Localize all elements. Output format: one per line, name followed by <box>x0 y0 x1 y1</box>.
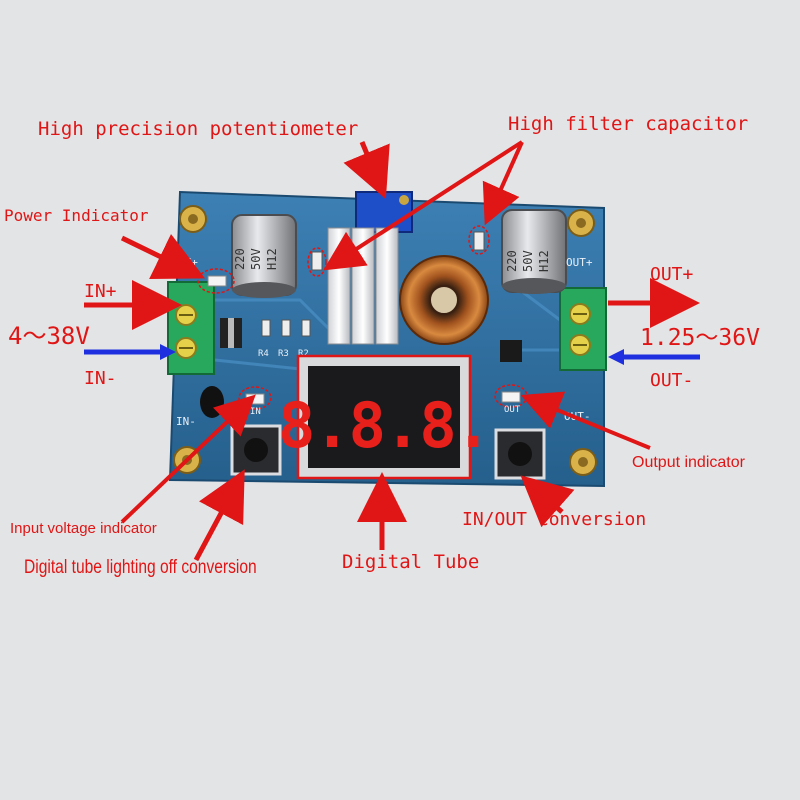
label-output-indicator: Output indicator <box>632 454 745 471</box>
label-digital-tube: Digital Tube <box>342 551 480 573</box>
arrow-input-voltage-indicator <box>120 394 256 524</box>
label-in-minus: IN- <box>84 368 117 389</box>
silk-out-plus: OUT+ <box>566 256 593 269</box>
cap-right-value: 220 <box>505 250 519 272</box>
resistor-label-r3: R3 <box>278 349 289 359</box>
toroid-inductor <box>399 255 489 345</box>
cap-left-voltage: 50V <box>249 248 263 270</box>
label-potentiometer: High precision potentiometer <box>38 118 359 140</box>
annotation-arrows <box>84 140 700 562</box>
label-power-indicator: Power Indicator <box>4 206 149 225</box>
silk-in-minus: IN- <box>176 415 196 428</box>
label-out-plus: OUT+ <box>650 264 694 285</box>
label-display-off-conversion: Digital tube lighting off conversion <box>24 557 257 578</box>
display-digits: 8.8.8. <box>278 389 490 462</box>
arrow-in-out-conversion <box>520 475 575 528</box>
output-terminal-block <box>559 287 607 371</box>
silk-out-led: OUT <box>504 405 521 415</box>
potentiometer <box>355 191 413 233</box>
arrow-display-button <box>193 469 245 562</box>
cap-left-code: H12 <box>265 248 279 270</box>
screw-top-left <box>179 205 207 233</box>
label-in-out-conversion: IN/OUT conversion <box>462 509 647 530</box>
cap-right-code: H12 <box>537 250 551 272</box>
input-terminal-block <box>167 281 215 375</box>
label-input-voltage-indicator: Input voltage indicator <box>10 520 157 537</box>
arrow-potentiometer <box>343 141 390 200</box>
cap-right-voltage: 50V <box>521 250 535 272</box>
label-in-plus: IN+ <box>84 281 117 302</box>
arrow-filter-cap-right <box>482 141 524 226</box>
label-output-range: 1.25～36V <box>640 325 760 351</box>
chip <box>500 340 522 362</box>
resistor-label-r4: R4 <box>258 349 269 359</box>
arrow-power-indicator <box>120 234 205 279</box>
in-out-button[interactable] <box>494 428 546 480</box>
resistor-label-r2: R2 <box>298 349 309 359</box>
power-led <box>197 268 235 294</box>
annotation-arrows-blue <box>84 344 700 365</box>
label-filter-capacitor: High filter capacitor <box>508 113 749 135</box>
silk-in-led: IN <box>250 407 261 417</box>
transistor <box>200 386 224 418</box>
capacitor-right: 220 50V H12 <box>501 209 567 294</box>
smd-components: R4 R3 R2 <box>200 231 522 418</box>
arrow-filter-cap-left <box>323 140 524 271</box>
screw-top-right <box>567 209 595 237</box>
capacitor-left: 220 50V H12 <box>231 214 297 298</box>
label-input-range: 4～38V <box>8 322 90 350</box>
screw-bottom-right <box>569 448 597 476</box>
digital-display: 8.8.8. <box>278 354 492 480</box>
arrow-output-indicator <box>520 391 651 450</box>
label-out-minus: OUT- <box>650 370 694 391</box>
cap-left-value: 220 <box>233 248 247 270</box>
display-button[interactable] <box>230 424 282 476</box>
